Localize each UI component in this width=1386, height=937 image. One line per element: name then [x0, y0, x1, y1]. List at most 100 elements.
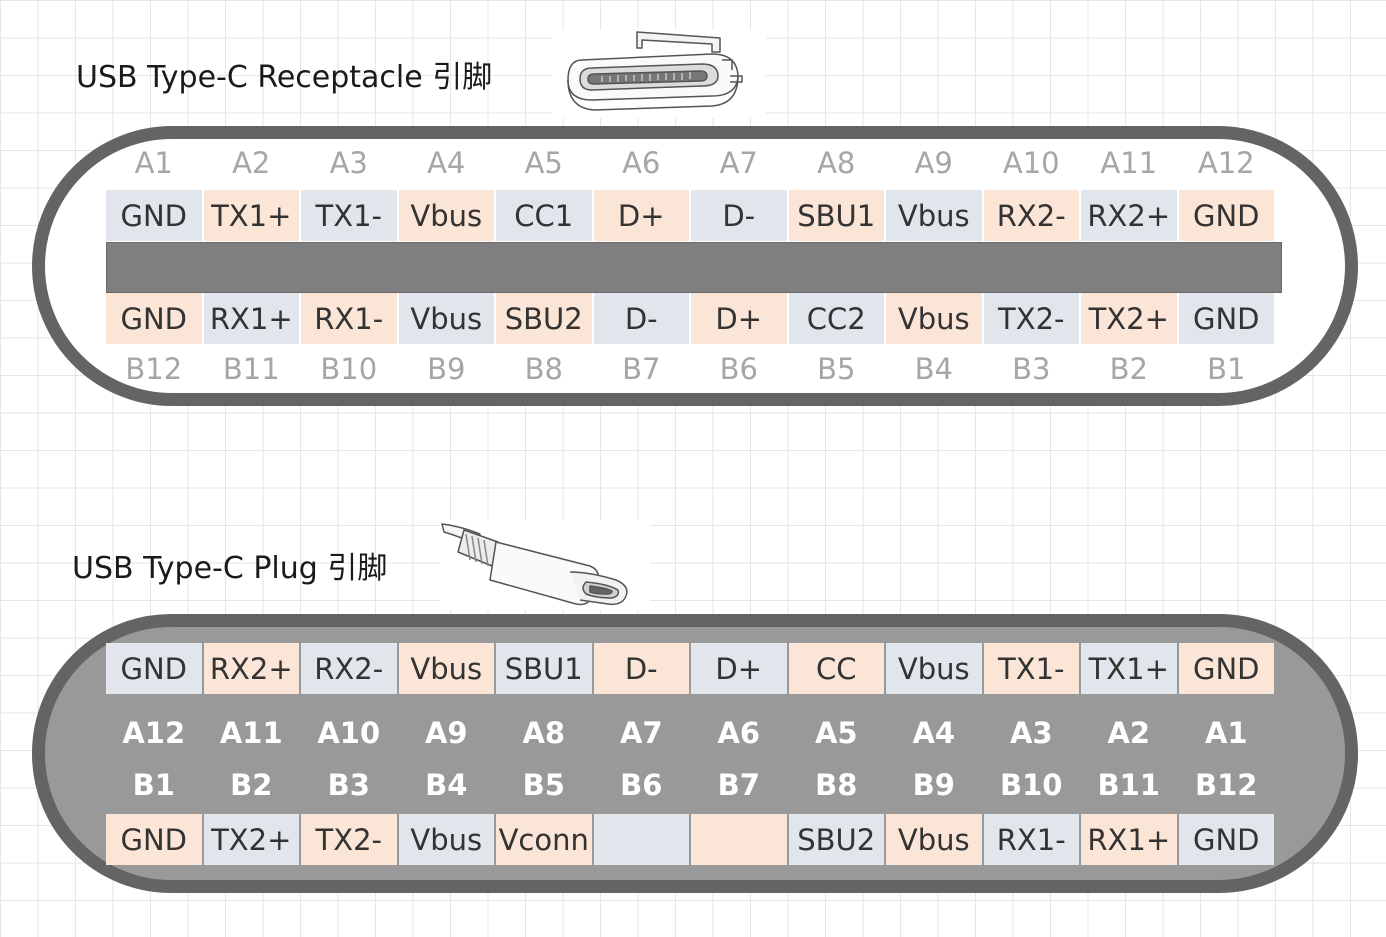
- pin-label: A7: [719, 146, 758, 180]
- pin-label: A11: [1100, 146, 1158, 180]
- pin-label: A6: [622, 146, 661, 180]
- pin-signal: TX2-: [301, 814, 397, 865]
- pin-signal: RX2+: [1081, 190, 1177, 241]
- pin-label: A7: [619, 716, 663, 750]
- pin-signal: Vbus: [398, 293, 494, 344]
- pin-signal: RX2+: [203, 643, 299, 694]
- pin-label: A12: [122, 716, 186, 750]
- pin-label: B1: [1207, 352, 1246, 386]
- pin-label: B2: [1109, 352, 1148, 386]
- pin-label: A3: [329, 146, 368, 180]
- pin-label: B9: [427, 352, 466, 386]
- pin-label: B6: [620, 768, 663, 802]
- receptacle-tongue: [106, 242, 1282, 293]
- pin-signal: RX1-: [301, 293, 397, 344]
- pin-label: B8: [524, 352, 563, 386]
- pin-signal: GND: [1178, 814, 1274, 865]
- receptacle-bottom-signal-row: GND RX1+ RX1- Vbus SBU2 D- D+ CC2 Vbus T…: [106, 293, 1274, 344]
- pin-signal: Vbus: [398, 643, 494, 694]
- pin-signal: GND: [106, 643, 202, 694]
- pin-label: B12: [125, 352, 183, 386]
- pin-signal: TX1+: [1081, 643, 1177, 694]
- pin-signal: Vbus: [398, 814, 494, 865]
- pin-signal: RX1-: [983, 814, 1079, 865]
- pin-signal-empty: [691, 814, 787, 865]
- pin-signal-empty: [593, 814, 689, 865]
- pin-signal: TX1-: [301, 190, 397, 241]
- pin-label: A8: [522, 716, 566, 750]
- pin-signal: Vconn: [496, 814, 592, 865]
- pin-label: B3: [327, 768, 370, 802]
- pin-label: A9: [424, 716, 468, 750]
- plug-bottom-pin-labels: B1 B2 B3 B4 B5 B6 B7 B8 B9 B10 B11 B12: [106, 765, 1274, 805]
- pin-label: A5: [814, 716, 858, 750]
- pin-label: A12: [1197, 146, 1255, 180]
- pin-label: B5: [522, 768, 565, 802]
- pin-signal: GND: [1178, 643, 1274, 694]
- receptacle-top-pin-labels: A1 A2 A3 A4 A5 A6 A7 A8 A9 A10 A11 A12: [106, 143, 1274, 183]
- pin-label: A2: [1107, 716, 1151, 750]
- pin-label: B9: [912, 768, 955, 802]
- pin-label: B7: [717, 768, 760, 802]
- pin-signal: Vbus: [886, 814, 982, 865]
- pin-signal: CC1: [496, 190, 592, 241]
- pin-label: A8: [817, 146, 856, 180]
- pin-signal: Vbus: [886, 190, 982, 241]
- pin-signal: SBU2: [788, 814, 884, 865]
- plug-top-signal-row: GND RX2+ RX2- Vbus SBU1 D- D+ CC Vbus TX…: [106, 643, 1274, 694]
- receptacle-bottom-pin-labels: B12 B11 B10 B9 B8 B7 B6 B5 B4 B3 B2 B1: [106, 349, 1274, 389]
- pin-signal: D+: [691, 293, 787, 344]
- pin-label: B6: [719, 352, 758, 386]
- pin-label: A2: [232, 146, 271, 180]
- pin-label: B11: [1097, 768, 1160, 802]
- pin-signal: RX2-: [301, 643, 397, 694]
- pin-signal: SBU1: [788, 190, 884, 241]
- pin-signal: GND: [106, 190, 202, 241]
- pin-signal: TX1+: [203, 190, 299, 241]
- pin-signal: D+: [691, 643, 787, 694]
- plug-title: USB Type-C Plug 引脚: [72, 551, 388, 586]
- pin-signal: Vbus: [398, 190, 494, 241]
- pin-signal: RX1+: [203, 293, 299, 344]
- pin-label: B2: [230, 768, 273, 802]
- pin-signal: TX2-: [983, 293, 1079, 344]
- pin-signal: GND: [1178, 190, 1274, 241]
- pin-label: B3: [1012, 352, 1051, 386]
- pin-label: B5: [817, 352, 856, 386]
- pin-label: A6: [717, 716, 761, 750]
- plug-bottom-signal-row: GND TX2+ TX2- Vbus Vconn SBU2 Vbus RX1- …: [106, 814, 1274, 865]
- pin-label: B10: [320, 352, 378, 386]
- receptacle-top-signal-row: GND TX1+ TX1- Vbus CC1 D+ D- SBU1 Vbus R…: [106, 190, 1274, 241]
- pin-label: B7: [622, 352, 661, 386]
- pin-signal: TX2+: [1081, 293, 1177, 344]
- usb-c-plug-cable-icon: [440, 520, 650, 610]
- pin-signal: D-: [691, 190, 787, 241]
- pin-label: A4: [912, 716, 956, 750]
- pin-signal: D+: [593, 190, 689, 241]
- pin-signal: CC: [788, 643, 884, 694]
- pin-label: B1: [132, 768, 175, 802]
- pin-signal: GND: [106, 293, 202, 344]
- pin-signal: RX2-: [983, 190, 1079, 241]
- pin-label: A10: [317, 716, 381, 750]
- pin-label: A1: [134, 146, 173, 180]
- pin-signal: GND: [1178, 293, 1274, 344]
- pin-label: B4: [914, 352, 953, 386]
- pin-label: A10: [1002, 146, 1060, 180]
- pin-signal: GND: [106, 814, 202, 865]
- pin-label: A11: [219, 716, 283, 750]
- pin-signal: D-: [593, 293, 689, 344]
- pin-signal: SBU2: [496, 293, 592, 344]
- usb-c-receptacle-icon: [552, 30, 766, 118]
- pin-label: A4: [427, 146, 466, 180]
- pin-signal: TX1-: [983, 643, 1079, 694]
- pin-label: B10: [1000, 768, 1063, 802]
- pin-label: B12: [1195, 768, 1258, 802]
- pin-label: A1: [1204, 716, 1248, 750]
- pin-signal: SBU1: [496, 643, 592, 694]
- pin-signal: Vbus: [886, 293, 982, 344]
- pin-label: B11: [222, 352, 280, 386]
- pin-label: A5: [524, 146, 563, 180]
- pin-signal: CC2: [788, 293, 884, 344]
- pin-signal: TX2+: [203, 814, 299, 865]
